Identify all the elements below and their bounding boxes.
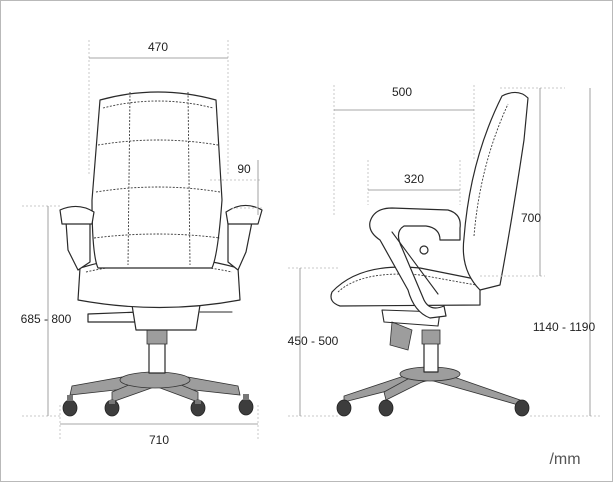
unit-label: /mm xyxy=(549,451,580,468)
backrest-height-label: 700 xyxy=(521,211,541,225)
side-dimensions xyxy=(288,85,600,417)
front-view-chair xyxy=(59,91,263,417)
side-view-chair xyxy=(330,91,530,417)
front-dimensions xyxy=(22,40,262,440)
base-width-label: 710 xyxy=(149,433,169,447)
seat-inner-depth-label: 320 xyxy=(404,172,424,186)
armrest-height-label: 90 xyxy=(237,162,251,176)
seat-height-side-label: 450 - 500 xyxy=(288,334,339,348)
front-width-label: 470 xyxy=(148,40,168,54)
seat-depth-label: 500 xyxy=(392,85,412,99)
seat-height-front-label: 685 - 800 xyxy=(21,312,72,326)
total-height-label: 1140 - 1190 xyxy=(533,320,596,334)
